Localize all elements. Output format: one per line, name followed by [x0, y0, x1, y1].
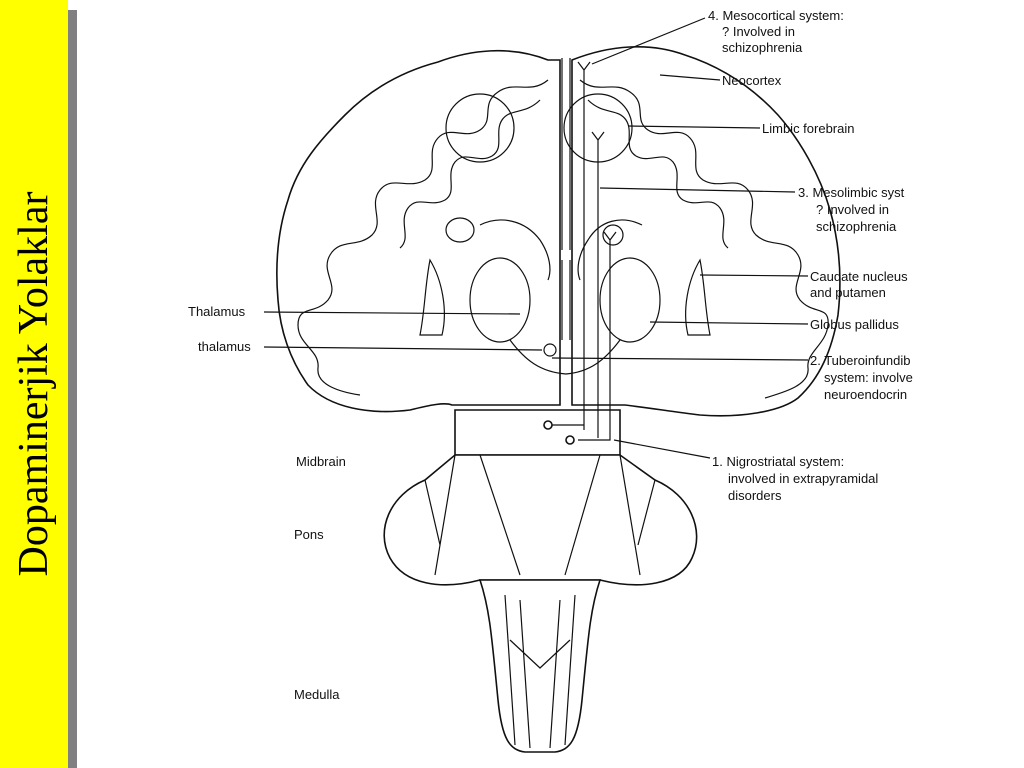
nigrostriatal-tract [578, 231, 617, 441]
label-globus-pallidus: Globus pallidus [810, 317, 899, 332]
label-nigrostriatal-2: involved in extrapyramidal [728, 471, 878, 486]
leader-nigro [613, 439, 711, 459]
longitudinal-fissure [561, 58, 571, 250]
vta-cell [543, 420, 553, 430]
right-putamen-shape [685, 258, 711, 336]
left-gyri [297, 79, 549, 396]
label-midbrain: Midbrain [296, 454, 346, 469]
label-mesolimbic-2: ? Involved in [816, 202, 889, 217]
leader-thalamus [263, 311, 521, 315]
label-nigrostriatal-1: 1. Nigrostriatal system: [712, 454, 844, 469]
leader-limbic [627, 125, 761, 129]
label-mesolimbic-3: schizophrenia [816, 219, 897, 234]
label-pons: Pons [294, 527, 324, 542]
label-mesocortical-1: 4. Mesocortical system: [708, 8, 844, 23]
left-gyri-2 [399, 99, 541, 249]
label-mesocortical-3: schizophrenia [722, 40, 803, 55]
right-gyri [579, 79, 829, 399]
pons-shape [383, 454, 698, 586]
label-thalamus: Thalamus [188, 304, 246, 319]
label-caudate-2: and putamen [810, 285, 886, 300]
leader-tubero [551, 357, 809, 361]
label-medulla: Medulla [294, 687, 340, 702]
title-sidebar: Dopaminerjik Yolaklar [0, 0, 68, 768]
medulla-lines [504, 594, 576, 749]
leader-caudate [699, 274, 809, 277]
right-gyri-2 [587, 99, 729, 249]
label-hypothalamus: thalamus [198, 339, 251, 354]
dopamine-pathways-diagram: 4. Mesocortical system: ? Involved in sc… [188, 8, 913, 753]
slide-title: Dopaminerjik Yolaklar [11, 191, 57, 577]
left-putamen-shape [419, 258, 445, 336]
label-tubero-1: 2. Tuberoinfundib [810, 353, 910, 368]
label-nigrostriatal-3: disorders [728, 488, 782, 503]
lateral-ventricles [479, 219, 643, 281]
substantia-nigra-cell [565, 435, 575, 445]
left-basal-ganglia [469, 257, 531, 343]
leader-lines [263, 17, 809, 459]
label-limbic-forebrain: Limbic forebrain [762, 121, 855, 136]
label-tubero-2: system: involve [824, 370, 913, 385]
brainstem [383, 409, 698, 753]
hypothalamus-nucleus [543, 343, 557, 357]
midbrain-shape [454, 409, 621, 456]
label-neocortex: Neocortex [722, 73, 782, 88]
pathway-tracts [543, 61, 617, 445]
hypothalamic-region [509, 339, 621, 375]
brain-coronal-section [276, 46, 841, 417]
leader-hypothalamus [263, 346, 543, 351]
left-hemisphere [276, 49, 561, 413]
caudate-circle [602, 224, 624, 246]
label-caudate-1: Caudate nucleus [810, 269, 908, 284]
leader-neocortex [659, 74, 721, 81]
pons-detail [424, 454, 656, 576]
label-mesolimbic-1: 3. Mesolimbic syst [798, 185, 905, 200]
left-limbic-circle [445, 93, 515, 163]
leader-mesolimbic [599, 187, 796, 193]
third-ventricle [561, 260, 571, 340]
mesolimbic-tract [591, 131, 605, 438]
sidebar-shadow [68, 10, 77, 768]
left-small-oval [445, 217, 475, 243]
mesocortical-tract [577, 61, 591, 430]
label-mesocortical-2: ? Involved in [722, 24, 795, 39]
leader-mesocortical [591, 17, 706, 65]
right-basal-ganglia [599, 257, 661, 343]
label-tubero-3: neuroendocrin [824, 387, 907, 402]
medulla-shape [478, 579, 602, 753]
leader-globus [649, 321, 809, 325]
labels: 4. Mesocortical system: ? Involved in sc… [188, 8, 913, 702]
